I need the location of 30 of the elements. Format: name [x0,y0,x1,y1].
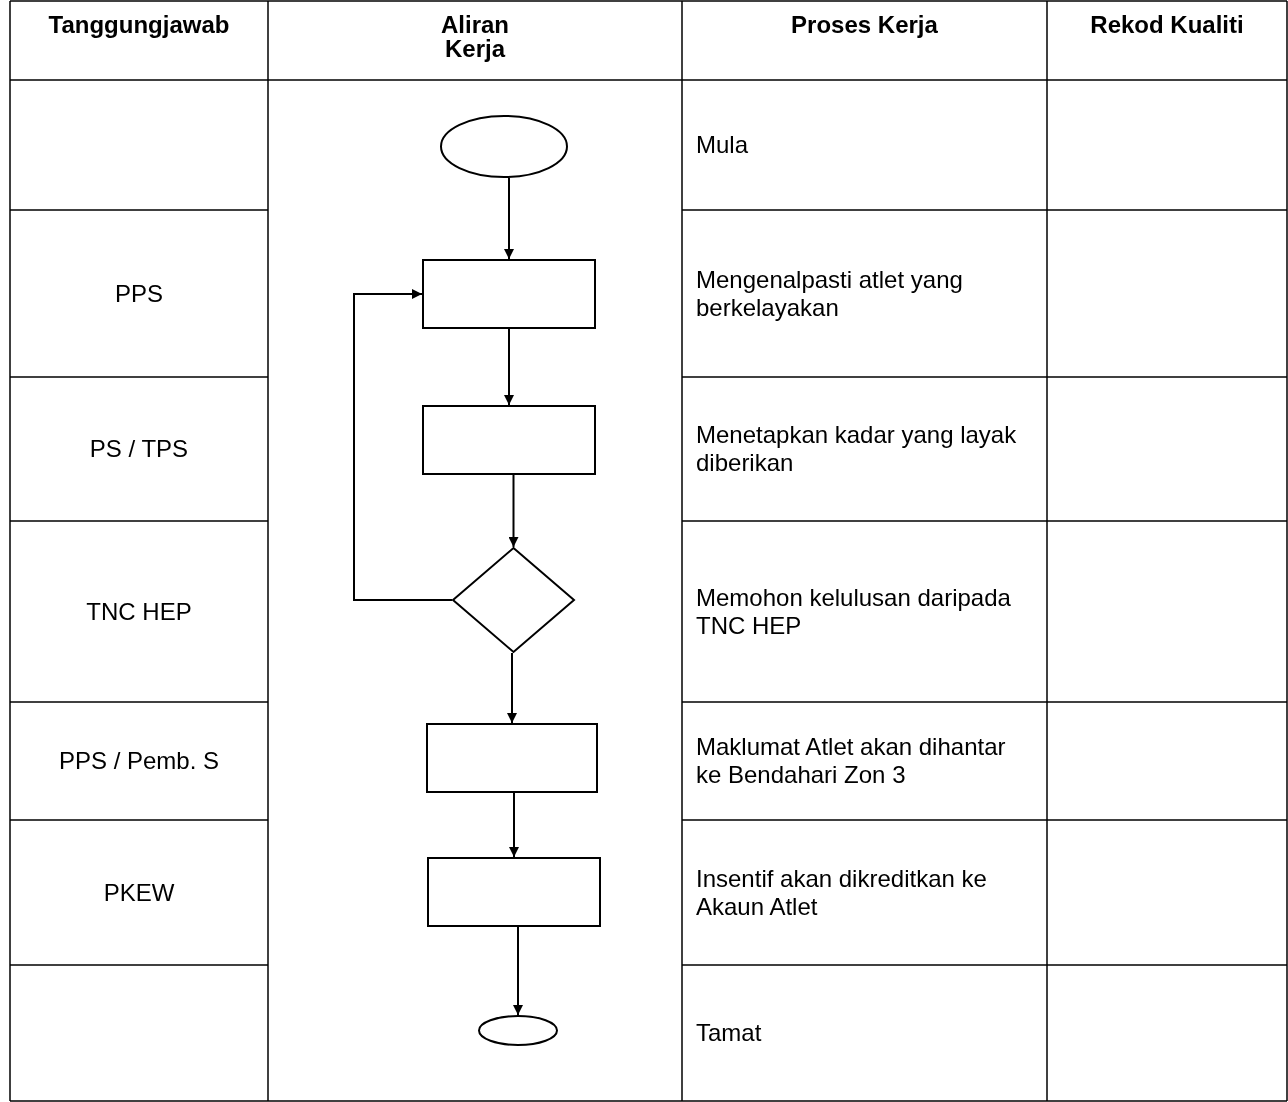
arrow [513,926,523,1016]
process-text: Menetapkan kadar yang layak diberikan [696,421,1018,477]
process-text: Mengenalpasti atlet yang berkelayakan [696,265,964,322]
responsibility-text: PPS [114,279,164,308]
arrow [509,792,519,858]
process-text: Insentif akan dikreditkan ke Akaun Atlet [696,864,988,921]
process-text: Maklumat Atlet akan dihantar ke Bendahari Zon 3 [696,733,1007,789]
arrow [507,652,517,724]
process-text: Memohon kelulusan daripada TNC HEP [696,583,1012,640]
process-box [426,723,598,793]
column-header: Tanggungjawab [47,13,231,37]
arrow [508,474,519,548]
process-box [422,405,596,475]
arrow [353,289,453,601]
column-header: Rekod Kualiti [1089,13,1245,37]
process-box [427,857,601,927]
process-box [422,259,596,329]
responsibility-text: PS / TPS [88,435,190,463]
responsibility-text: PKEW [102,878,176,907]
process-text: Tamat [696,1019,763,1047]
terminal-oval [478,1015,558,1046]
arrow [504,177,514,260]
process-text: Mula [696,131,750,159]
decision-diamond [452,547,575,653]
column-header: Aliran Kerja [440,13,510,61]
responsibility-text: PPS / Pemb. S [57,747,221,775]
arrow [504,328,514,406]
terminal-oval [440,115,568,178]
responsibility-text: TNC HEP [85,597,193,626]
column-header: Proses Kerja [790,13,939,37]
